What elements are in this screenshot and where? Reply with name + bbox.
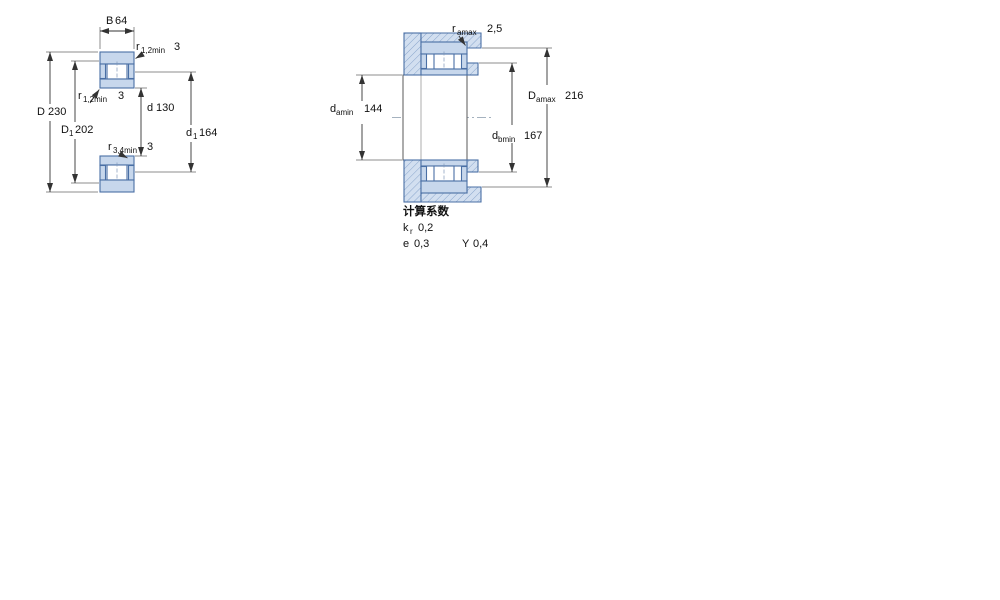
outer-ring-flange-left	[420, 53, 428, 70]
factor-Y-symbol: Y	[462, 238, 470, 250]
dim-r12-mid-symbol: r	[78, 90, 82, 102]
outer-ring-flange-right	[127, 164, 135, 181]
dim-r34-subscript: 3,4min	[113, 146, 137, 155]
dim-D1-value: 202	[75, 124, 93, 136]
dim-r12-top: r 1,2min 3	[135, 41, 180, 59]
dim-da-symbol: d	[330, 103, 336, 115]
calculation-factors: 计算系数 k r 0,2 e 0,3 Y 0,4	[403, 204, 488, 250]
dim-D-value: 230	[48, 106, 66, 118]
factor-kr-value: 0,2	[418, 222, 433, 234]
shaft-shoulder-top	[403, 32, 422, 76]
shaft-shoulder-bottom	[403, 159, 422, 203]
outer-ring-flange-right	[460, 53, 468, 70]
factor-e-symbol: e	[403, 238, 409, 250]
inner-ring	[99, 78, 135, 89]
factor-e-value: 0,3	[414, 238, 429, 250]
leader-line	[118, 151, 128, 159]
dim-d1-symbol: d	[186, 127, 192, 139]
dim-db-value: 167	[524, 130, 542, 142]
dim-db-symbol: d	[492, 130, 498, 142]
dim-r34: r 3,4min 3	[108, 141, 153, 159]
dim-da-subscript: amin	[336, 108, 353, 117]
dim-Da-symbol: D	[528, 90, 536, 102]
outer-ring	[420, 180, 468, 194]
shaft	[402, 74, 468, 161]
outer-ring	[99, 179, 135, 193]
dim-ra-subscript: amax	[457, 28, 477, 37]
abutment-spacer-bottom	[466, 159, 479, 173]
mounted-bearing-bottom	[420, 159, 468, 194]
leader-line	[135, 51, 145, 59]
dim-d1: d 1 164	[135, 71, 217, 173]
dim-r12-mid-subscript: 1,2min	[83, 95, 107, 104]
dim-d-symbol: d	[147, 102, 153, 114]
dim-D1: D 1 202	[61, 60, 99, 184]
dim-r12-mid: r 1,2min 3	[78, 89, 124, 104]
dim-r12-top-value: 3	[174, 41, 180, 53]
dim-D1-symbol: D	[61, 124, 69, 136]
dim-Da-subscript: amax	[536, 95, 556, 104]
dim-db-subscript: bmin	[498, 135, 515, 144]
dim-d1-subscript: 1	[193, 132, 198, 141]
dim-B: B 64	[99, 15, 135, 49]
outer-ring-flange-left	[420, 165, 428, 182]
dim-D: D 230	[37, 51, 98, 193]
dim-db: d bmin 167	[479, 62, 542, 173]
dim-d-value: 130	[156, 102, 174, 114]
factor-kr-subscript: r	[410, 227, 413, 236]
abutment-spacer-top	[466, 62, 479, 76]
dim-da-value: 144	[364, 103, 382, 115]
dim-d: d 130	[135, 87, 174, 157]
dim-r12-top-subscript: 1,2min	[141, 46, 165, 55]
dim-ra-symbol: r	[452, 23, 456, 35]
inner-ring	[420, 68, 468, 76]
dim-ra: r amax 2,5	[452, 23, 502, 46]
dim-r12-mid-value: 3	[118, 90, 124, 102]
factor-kr-symbol: k	[403, 222, 409, 234]
dim-da: d amin 144	[330, 74, 402, 161]
dim-D1-subscript: 1	[69, 129, 74, 138]
outer-ring-flange-right	[127, 63, 135, 80]
mounted-bearing-top	[420, 41, 468, 76]
dim-B-symbol: B	[106, 15, 113, 27]
outer-ring-flange-left	[99, 63, 107, 80]
dim-B-value: 64	[115, 15, 127, 27]
bearing-section-top	[99, 51, 135, 89]
cross-section-view: B 64 r 1,2min 3 D 230 D 1 202	[37, 15, 217, 193]
bearing-section-bottom	[99, 155, 135, 193]
leader-line	[89, 89, 100, 104]
dim-ra-value: 2,5	[487, 23, 502, 35]
dim-D-symbol: D	[37, 106, 45, 118]
dim-Da: D amax 216	[482, 47, 583, 188]
mounting-view: r amax 2,5 d amin 144 D amax 216	[330, 23, 583, 203]
outer-ring-flange-left	[99, 164, 107, 181]
dim-d1-value: 164	[199, 127, 217, 139]
outer-ring-flange-right	[460, 165, 468, 182]
dim-Da-value: 216	[565, 90, 583, 102]
factor-Y-value: 0,4	[473, 238, 488, 250]
dim-r34-value: 3	[147, 141, 153, 153]
factors-heading: 计算系数	[403, 204, 449, 218]
dim-r34-symbol: r	[108, 141, 112, 153]
leader-line	[457, 35, 466, 46]
dim-r12-top-symbol: r	[136, 41, 140, 53]
